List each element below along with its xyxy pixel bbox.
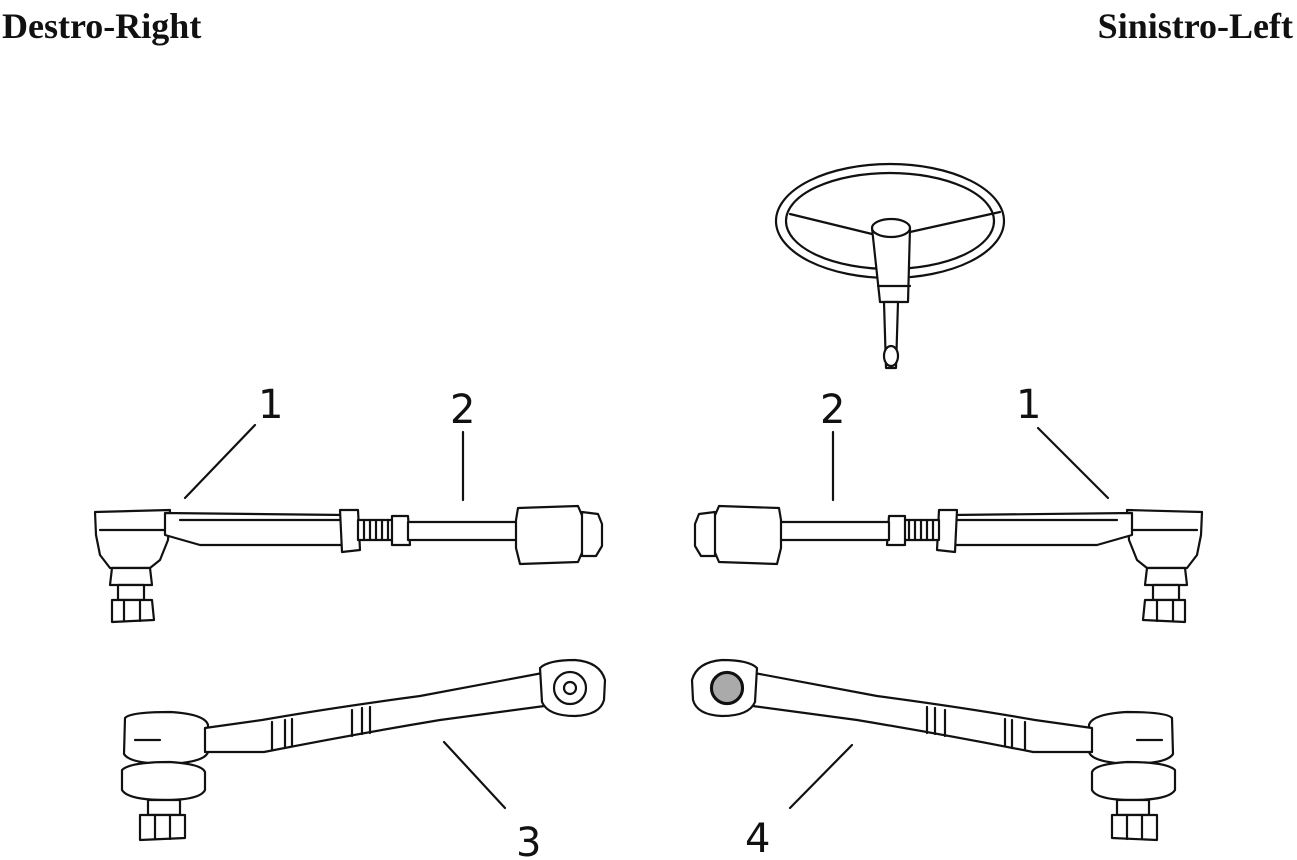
right-lower-link (120, 658, 607, 842)
callout-left-tie-rod: 2 (820, 387, 845, 433)
right-tie-rod-assembly (93, 504, 604, 624)
left-tie-rod-assembly (693, 504, 1204, 624)
callout-right-tie-rod-end: 1 (258, 382, 283, 428)
callout-right-lower-link: 3 (516, 820, 541, 860)
callout-left-lower-link: 4 (745, 816, 770, 860)
steering-wheel (774, 162, 1006, 370)
callout-left-tie-rod-end: 1 (1016, 382, 1041, 428)
leader-lines (183, 423, 1110, 810)
left-lower-link (690, 658, 1177, 842)
heading-left: Sinistro-Left (1097, 6, 1293, 46)
callout-right-tie-rod: 2 (450, 387, 475, 433)
heading-right: Destro-Right (2, 6, 202, 46)
